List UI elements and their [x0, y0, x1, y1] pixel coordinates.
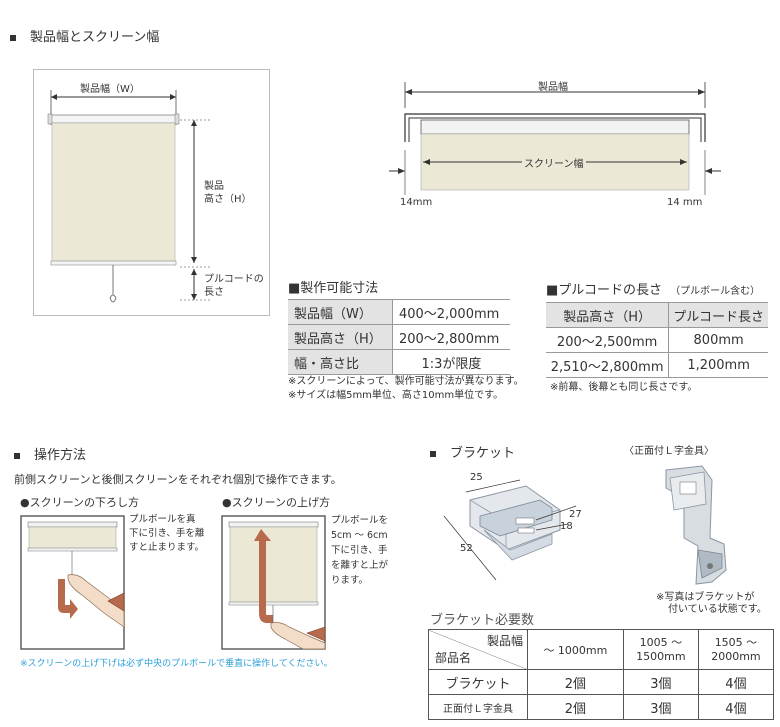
width-label: 製品幅（W）	[80, 84, 140, 95]
column-header: 1505 〜 2000mm	[697, 629, 775, 670]
spec-label: 幅・高さ比	[288, 349, 393, 375]
part-name: ブラケット	[428, 669, 528, 695]
table-cell: 3個	[622, 669, 699, 695]
corner-header: 製品幅 部品名	[428, 629, 528, 670]
table-header-row: 製品幅 部品名 〜 1000mm 1005 〜 1500mm 1505 〜 20…	[428, 629, 775, 670]
column-header: 〜 1000mm	[527, 629, 624, 670]
bracket-dim: 27	[569, 509, 582, 520]
operation-description: 前側スクリーンと後側スクリーンをそれぞれ個別で操作できます。	[14, 473, 342, 486]
column-header: 1005 〜 1500mm	[622, 629, 699, 670]
square-bullet-icon	[10, 34, 16, 41]
square-bullet-icon	[14, 452, 20, 459]
front-view-drawing	[47, 90, 210, 303]
right-gap-label: 14 mm	[667, 197, 703, 208]
bracket-image	[443, 479, 577, 581]
screen-width-label: スクリーン幅	[522, 155, 586, 170]
table-row: 製品幅（W） 400〜2,000mm	[288, 299, 510, 325]
pullcord-table: 製品高さ（H） プルコード長さ 200〜2,500mm 800mm 2,510〜…	[546, 302, 768, 378]
pull-note: ※前幕、後幕とも同じ長さです。	[550, 382, 698, 393]
column-header: プルコード長さ	[668, 302, 768, 328]
spec-value: 1:3が限度	[391, 349, 510, 375]
product-width-label: 製品幅	[538, 82, 568, 93]
table-row: 製品高さ（H） 200〜2,800mm	[288, 324, 510, 350]
square-bullet-icon	[430, 450, 436, 457]
table-cell: 2個	[527, 669, 624, 695]
section-title-operation: 操作方法	[14, 444, 86, 463]
table-cell: 4個	[697, 669, 775, 695]
operation-note: ※スクリーンの上げ下げは必ず中央のプルボールで垂直に操作してください。	[20, 659, 333, 669]
spec-label: 製品幅（W）	[288, 299, 393, 325]
photo-note: ※写真はブラケットが 付いている状態です。	[656, 592, 767, 615]
spec-notes: ※スクリーンによって、製作可能寸法が異なります。 ※サイズは幅5mm単位、高さ1…	[288, 376, 524, 401]
bracket-dim: 25	[470, 472, 483, 483]
product-front-diagram: 製品幅（W） 製品 高さ（H） プルコードの 長さ	[33, 69, 270, 316]
table-row: 幅・高さ比 1:3が限度	[288, 349, 510, 375]
spec-table: 製品幅（W） 400〜2,000mm 製品高さ（H） 200〜2,800mm 幅…	[288, 299, 510, 375]
spec-value: 400〜2,000mm	[391, 299, 510, 325]
spec-table-title: ■製作可能寸法	[288, 281, 379, 296]
bracket-quantity-table: 製品幅 部品名 〜 1000mm 1005 〜 1500mm 1505 〜 20…	[428, 629, 775, 720]
table-cell: 2,510〜2,800mm	[546, 352, 669, 378]
table-row: 200〜2,500mm 800mm	[546, 327, 768, 353]
table-cell: 2個	[527, 694, 624, 720]
table-row: 2,510〜2,800mm 1,200mm	[546, 352, 768, 378]
raise-instructions: プルボールを 5cm 〜 6cm 下に引き、手 を離すと上が ります。	[331, 515, 389, 586]
bracket-table-title: ブラケット必要数	[430, 613, 535, 628]
l-bracket-title: 〈正面付Ｌ字金具〉	[624, 446, 714, 457]
table-cell: 4個	[697, 694, 775, 720]
bracket-dim: 18	[560, 521, 573, 532]
table-cell: 3個	[622, 694, 699, 720]
table-row: ブラケット 2個 3個 4個	[428, 669, 775, 695]
spec-label: 製品高さ（H）	[288, 324, 393, 350]
left-gap-label: 14mm	[400, 197, 433, 208]
pull-table-title: ■プルコードの長さ （プルボール含む）	[546, 283, 761, 298]
lower-instructions: プルボールを真 下に引き、手を離 すと止まります。	[129, 514, 205, 553]
bracket-dim: 52	[460, 543, 473, 554]
raise-title: ●スクリーンの上げ方	[222, 496, 331, 509]
l-bracket-image	[665, 465, 727, 585]
height-label: 製品 高さ（H）	[204, 181, 252, 205]
lower-illustration	[20, 515, 125, 650]
raise-illustration	[221, 515, 326, 650]
table-cell: 200〜2,500mm	[546, 327, 669, 353]
spec-value: 200〜2,800mm	[391, 324, 510, 350]
table-header-row: 製品高さ（H） プルコード長さ	[546, 302, 768, 328]
column-header: 製品高さ（H）	[546, 302, 669, 328]
table-cell: 800mm	[668, 327, 768, 353]
table-cell: 1,200mm	[668, 352, 768, 378]
section-title-bracket: ブラケット	[430, 442, 515, 461]
table-row: 正面付Ｌ字金具 2個 3個 4個	[428, 694, 775, 720]
pullcord-length-label: プルコードの 長さ	[204, 274, 264, 298]
lower-title: ●スクリーンの下ろし方	[20, 496, 140, 509]
part-name: 正面付Ｌ字金具	[428, 694, 528, 720]
section-title-width: 製品幅とスクリーン幅	[10, 26, 159, 45]
